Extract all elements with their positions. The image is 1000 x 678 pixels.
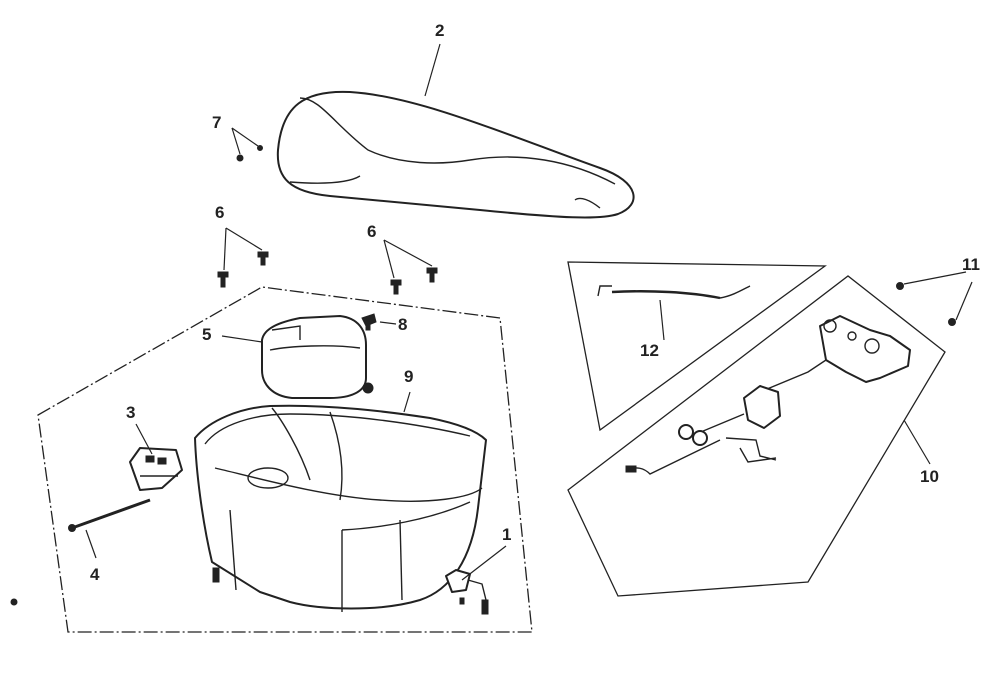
callout-6-left: 6 [215,203,224,222]
stray-mark [10,598,18,606]
callout-8: 8 [398,315,407,334]
grommet [361,313,377,331]
seat-release-cable [597,285,751,300]
callout-7: 7 [212,113,221,132]
callout-4: 4 [90,565,100,584]
callout-11: 11 [962,255,980,274]
callout-9: 9 [404,367,413,386]
callout-12: 12 [640,341,659,360]
leader-lines [85,43,973,581]
bolts-right [390,267,438,295]
storage-lid [261,315,374,399]
bolts-left [217,251,269,288]
storage-box [194,404,487,612]
callout-1: 1 [502,525,511,544]
seat-clips [236,145,263,162]
hook-clip [445,569,489,615]
seat-lock-assembly [625,315,911,475]
lock-screws [896,282,956,326]
seat-lock-group-frame [567,275,946,597]
hinge-pin [68,498,151,532]
callout-6-right: 6 [367,222,376,241]
callout-5: 5 [202,325,211,344]
storage-box-group-frame [37,286,533,633]
cable-group-frame [567,261,827,432]
callout-2: 2 [435,21,444,40]
callout-10: 10 [920,467,939,486]
callout-3: 3 [126,403,135,422]
seat [276,90,635,219]
latch-bracket [129,447,183,491]
